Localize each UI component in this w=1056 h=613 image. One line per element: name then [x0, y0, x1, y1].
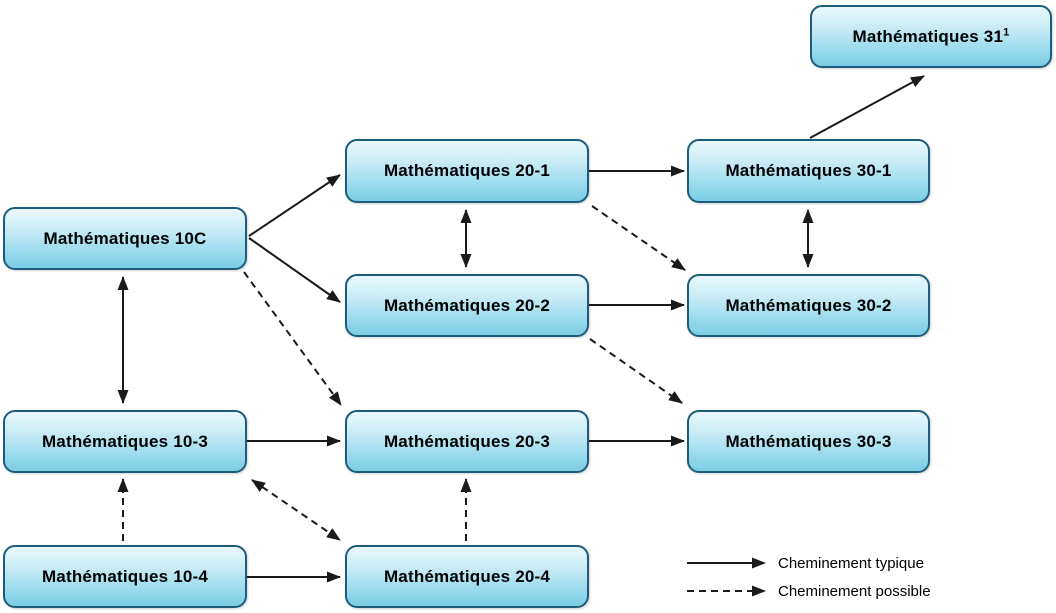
- legend-label-typical: Cheminement typique: [778, 554, 924, 572]
- node-label: Mathématiques 20-3: [383, 431, 551, 451]
- edge-math-10-3-to-math-20-4: [251, 479, 341, 541]
- node-math-20-3: Mathématiques 20-3: [345, 410, 589, 473]
- node-math-20-4: Mathématiques 20-4: [345, 545, 589, 608]
- node-label: Mathématiques 311: [852, 25, 1010, 46]
- node-label: Mathématiques 30-2: [725, 295, 892, 315]
- node-label: Mathématiques 30-3: [725, 431, 892, 451]
- edge-math-20-1-to-math-30-2: [591, 205, 686, 271]
- legend: Cheminement typique Cheminement possible: [686, 549, 931, 605]
- dashed-arrow-icon: [687, 585, 766, 597]
- node-math-10-3: Mathématiques 10-3: [3, 410, 247, 473]
- node-label: Mathématiques 10-4: [41, 566, 209, 586]
- node-math-30-3: Mathématiques 30-3: [687, 410, 930, 473]
- node-label: Mathématiques 20-2: [383, 295, 551, 315]
- node-math-20-1: Mathématiques 20-1: [345, 139, 589, 203]
- edge-math-10c-to-math-20-3: [243, 271, 342, 406]
- edge-math-10c-to-math-20-1: [248, 174, 341, 237]
- node-math-30-1: Mathématiques 30-1: [687, 139, 930, 203]
- node-label: Mathématiques 20-4: [383, 566, 551, 586]
- legend-item-possible: Cheminement possible: [686, 577, 931, 605]
- legend-label-possible: Cheminement possible: [778, 582, 931, 600]
- solid-arrow-icon: [687, 557, 766, 569]
- node-label: Mathématiques 30-1: [725, 161, 892, 180]
- node-label: Mathématiques 10-3: [41, 431, 209, 451]
- node-math-10-4: Mathématiques 10-4: [3, 545, 247, 608]
- node-math-30-2: Mathématiques 30-2: [687, 274, 930, 337]
- node-math-20-2: Mathématiques 20-2: [345, 274, 589, 337]
- edge-math-30-1-to-math-31: [809, 75, 925, 139]
- node-label: Mathématiques 10C: [43, 228, 207, 248]
- edge-math-20-2-to-math-30-3: [589, 338, 683, 404]
- legend-item-typical: Cheminement typique: [686, 549, 931, 577]
- node-label: Mathématiques 20-1: [383, 161, 551, 180]
- node-math-31: Mathématiques 311: [810, 5, 1052, 68]
- edge-math-10c-to-math-20-2: [248, 237, 341, 303]
- node-math-10c: Mathématiques 10C: [3, 207, 247, 270]
